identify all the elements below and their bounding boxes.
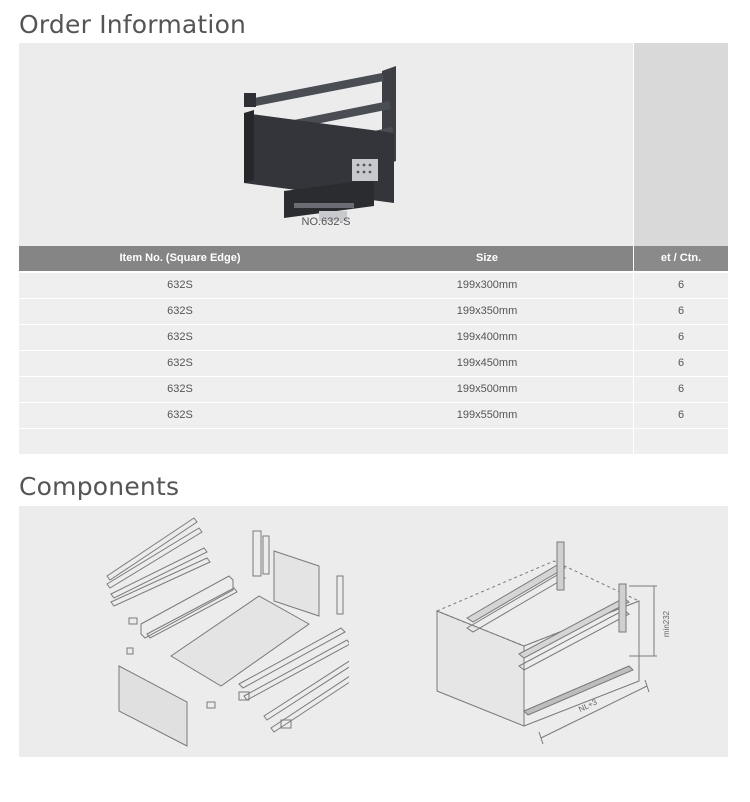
product-image-area: NO.632-S (19, 43, 633, 246)
cell-item-no: 632S (19, 377, 341, 402)
table-row-empty (19, 429, 728, 454)
order-panel: NO.632-S Item No. (Square Edge) Size et … (19, 43, 728, 455)
cell-item-no: 632S (19, 351, 341, 376)
cell-size: 199x300mm (341, 273, 633, 298)
table-header: Item No. (Square Edge) Size et / Ctn. (19, 246, 728, 271)
table-row: 632S 199x550mm 6 (19, 403, 728, 428)
assembled-drawer-diagram: min232 NL+3 (435, 541, 671, 745)
cell-item-no: 632S (19, 403, 341, 428)
order-information-title: Order Information (19, 10, 247, 39)
table-row: 632S 199x350mm 6 (19, 299, 728, 324)
cell-qty: 6 (634, 325, 728, 350)
cell-item-no (19, 429, 341, 454)
cell-size: 199x450mm (341, 351, 633, 376)
header-item-no: Item No. (Square Edge) (19, 246, 341, 271)
cell-qty (634, 429, 728, 454)
components-diagram-area: min232 NL+3 (19, 506, 728, 757)
cell-size: 199x350mm (341, 299, 633, 324)
table-row: 632S 199x400mm 6 (19, 325, 728, 350)
cell-item-no: 632S (19, 273, 341, 298)
header-size: Size (341, 246, 633, 271)
cell-size: 199x400mm (341, 325, 633, 350)
table-row: 632S 199x450mm 6 (19, 351, 728, 376)
cell-qty: 6 (634, 351, 728, 376)
cell-qty: 6 (634, 299, 728, 324)
cell-size: 199x500mm (341, 377, 633, 402)
dimension-label-height: min232 (662, 610, 671, 637)
cell-qty: 6 (634, 403, 728, 428)
cell-size (341, 429, 633, 454)
exploded-parts-diagram (106, 517, 349, 747)
cell-qty: 6 (634, 273, 728, 298)
table-row: 632S 199x300mm 6 (19, 273, 728, 298)
cell-item-no: 632S (19, 299, 341, 324)
product-caption: NO.632-S (301, 216, 351, 228)
side-column-area (634, 43, 728, 246)
components-title: Components (19, 472, 180, 501)
drawer-product-image (244, 66, 396, 221)
cell-size: 199x550mm (341, 403, 633, 428)
cell-qty: 6 (634, 377, 728, 402)
cell-item-no: 632S (19, 325, 341, 350)
table-row: 632S 199x500mm 6 (19, 377, 728, 402)
header-set-per-carton: et / Ctn. (634, 246, 728, 271)
